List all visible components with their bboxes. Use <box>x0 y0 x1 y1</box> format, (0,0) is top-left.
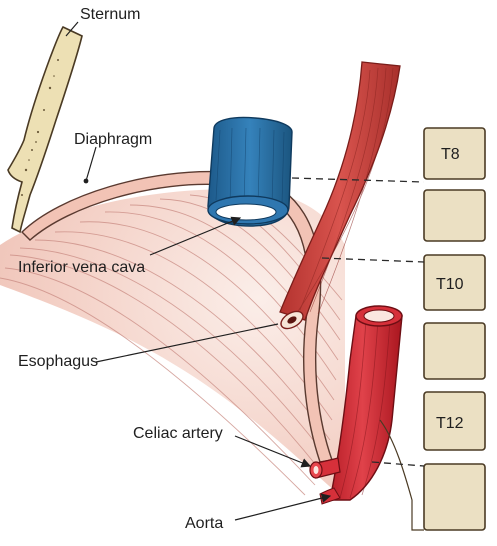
label-celiac-artery: Celiac artery <box>133 425 223 442</box>
vertebra-label-t12: T12 <box>436 415 464 432</box>
leader-lines <box>65 21 332 521</box>
label-aorta: Aorta <box>185 515 223 532</box>
vertebral-column: T8 T10 T12 <box>379 127 486 531</box>
diaphragm-muscle <box>0 189 345 500</box>
vertebra-block <box>423 322 486 380</box>
diaphragm-pointer-dot <box>83 178 89 184</box>
vertebra-block <box>423 391 486 451</box>
label-sternum: Sternum <box>80 6 140 23</box>
vertebra-label-t8: T8 <box>441 146 460 163</box>
vertebra-block <box>423 254 486 311</box>
vertebra-block <box>423 189 486 242</box>
inferior-vena-cava-vessel <box>207 116 293 227</box>
esophagus-tube <box>279 61 401 330</box>
sternum-bone <box>7 25 83 234</box>
label-diaphragm: Diaphragm <box>74 131 152 148</box>
vertebral-level-lines <box>291 177 425 467</box>
vertebra-label-t10: T10 <box>436 276 464 293</box>
label-inferior-vena-cava: Inferior vena cava <box>18 259 145 276</box>
label-esophagus: Esophagus <box>18 353 98 370</box>
vertebra-block <box>423 463 486 531</box>
vertebra-block <box>423 127 486 180</box>
